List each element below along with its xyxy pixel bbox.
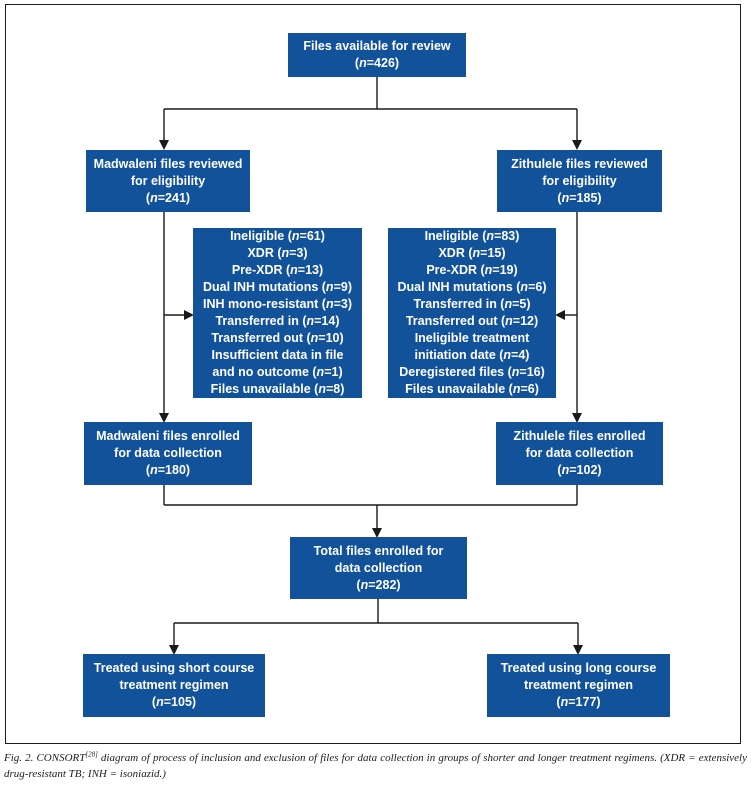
box-line: initiation date (n=4) [414,348,530,362]
box-line: Ineligible treatment [414,331,530,345]
caption-body: diagram of process of inclusion and excl… [4,752,747,780]
box-line: and no outcome (n=1) [212,365,343,379]
box-line: treatment regimen [119,678,229,692]
box-line: Transferred out (n=10) [211,331,344,345]
box-line: Files unavailable (n=8) [210,382,345,396]
box-line: Transferred in (n=14) [215,314,340,328]
box-line: Transferred out (n=12) [405,314,539,328]
box-line: Files available for review [303,39,451,53]
box-line: Zithulele files enrolled [513,429,646,443]
caption-reference-superscript: [28] [85,750,98,759]
box-treated-long: Treated using long course treatment regim… [487,654,670,717]
box-line: (n=282) [356,577,401,592]
box-line: Pre-XDR (n=13) [231,263,324,277]
box-ineligible-madwaleni: Ineligible (n=61) XDR (n=3) Pre-XDR (n=13)… [193,228,362,398]
box-line: (n=105) [151,695,197,709]
box-total-enrolled: Total files enrolled for data collection (… [290,537,467,599]
box-madwaleni-reviewed: Madwaleni files reviewed for eligibility (… [86,150,250,212]
box-title: Ineligible (n=61) [230,229,325,243]
figure-border [5,4,741,744]
box-line: Pre-XDR (n=19) [426,263,518,277]
box-zithulele-enrolled: Zithulele files enrolled for data collect… [496,422,663,485]
box-line: Deregistered files (n=16) [399,365,545,379]
box-line: Insufficient data in file [211,348,344,362]
box-line: XDR (n=15) [438,246,506,260]
box-line: Total files enrolled for [313,543,444,558]
box-line: Madwaleni files enrolled [96,429,240,443]
box-line: Zithulele files reviewed [511,156,648,171]
box-line: treatment regimen [523,678,634,692]
box-line: (n=180) [145,463,191,477]
box-madwaleni-enrolled: Madwaleni files enrolled for data collect… [84,422,252,485]
box-line: Transferred in (n=5) [413,297,531,311]
box-line: Treated using long course [500,661,657,675]
box-line: (n=185) [557,190,602,205]
box-line: data collection [334,560,423,575]
box-line: Treated using short course [93,661,255,675]
box-line: (n=241) [145,190,191,205]
box-line: Dual INH mutations (n=9) [203,280,352,294]
box-line: INH mono-resistant (n=3) [203,297,352,311]
figure-caption: Fig. 2. CONSORT[28] diagram of process o… [4,750,747,782]
box-ineligible-zithulele: Ineligible (n=83) XDR (n=15) Pre-XDR (n=19… [388,228,556,398]
box-line: Madwaleni files reviewed [93,156,243,171]
box-line: for eligibility [130,173,206,188]
box-zithulele-reviewed: Zithulele files reviewed for eligibility (… [497,150,662,212]
box-line: for data collection [114,446,222,460]
box-title: Ineligible (n=83) [424,229,520,243]
box-line: (n=426) [354,56,400,70]
box-line: (n=102) [557,463,602,477]
box-line: Files unavailable (n=6) [405,382,539,396]
box-files-available: Files available for review (n=426) [288,33,466,77]
box-line: for eligibility [542,173,617,188]
box-line: for data collection [525,446,634,460]
box-treated-short: Treated using short course treatment regi… [83,654,265,717]
box-line: Dual INH mutations (n=6) [397,280,547,294]
caption-lead: Fig. 2. CONSORT [4,752,86,764]
box-line: XDR (n=3) [247,246,308,260]
box-line: (n=177) [556,695,601,709]
